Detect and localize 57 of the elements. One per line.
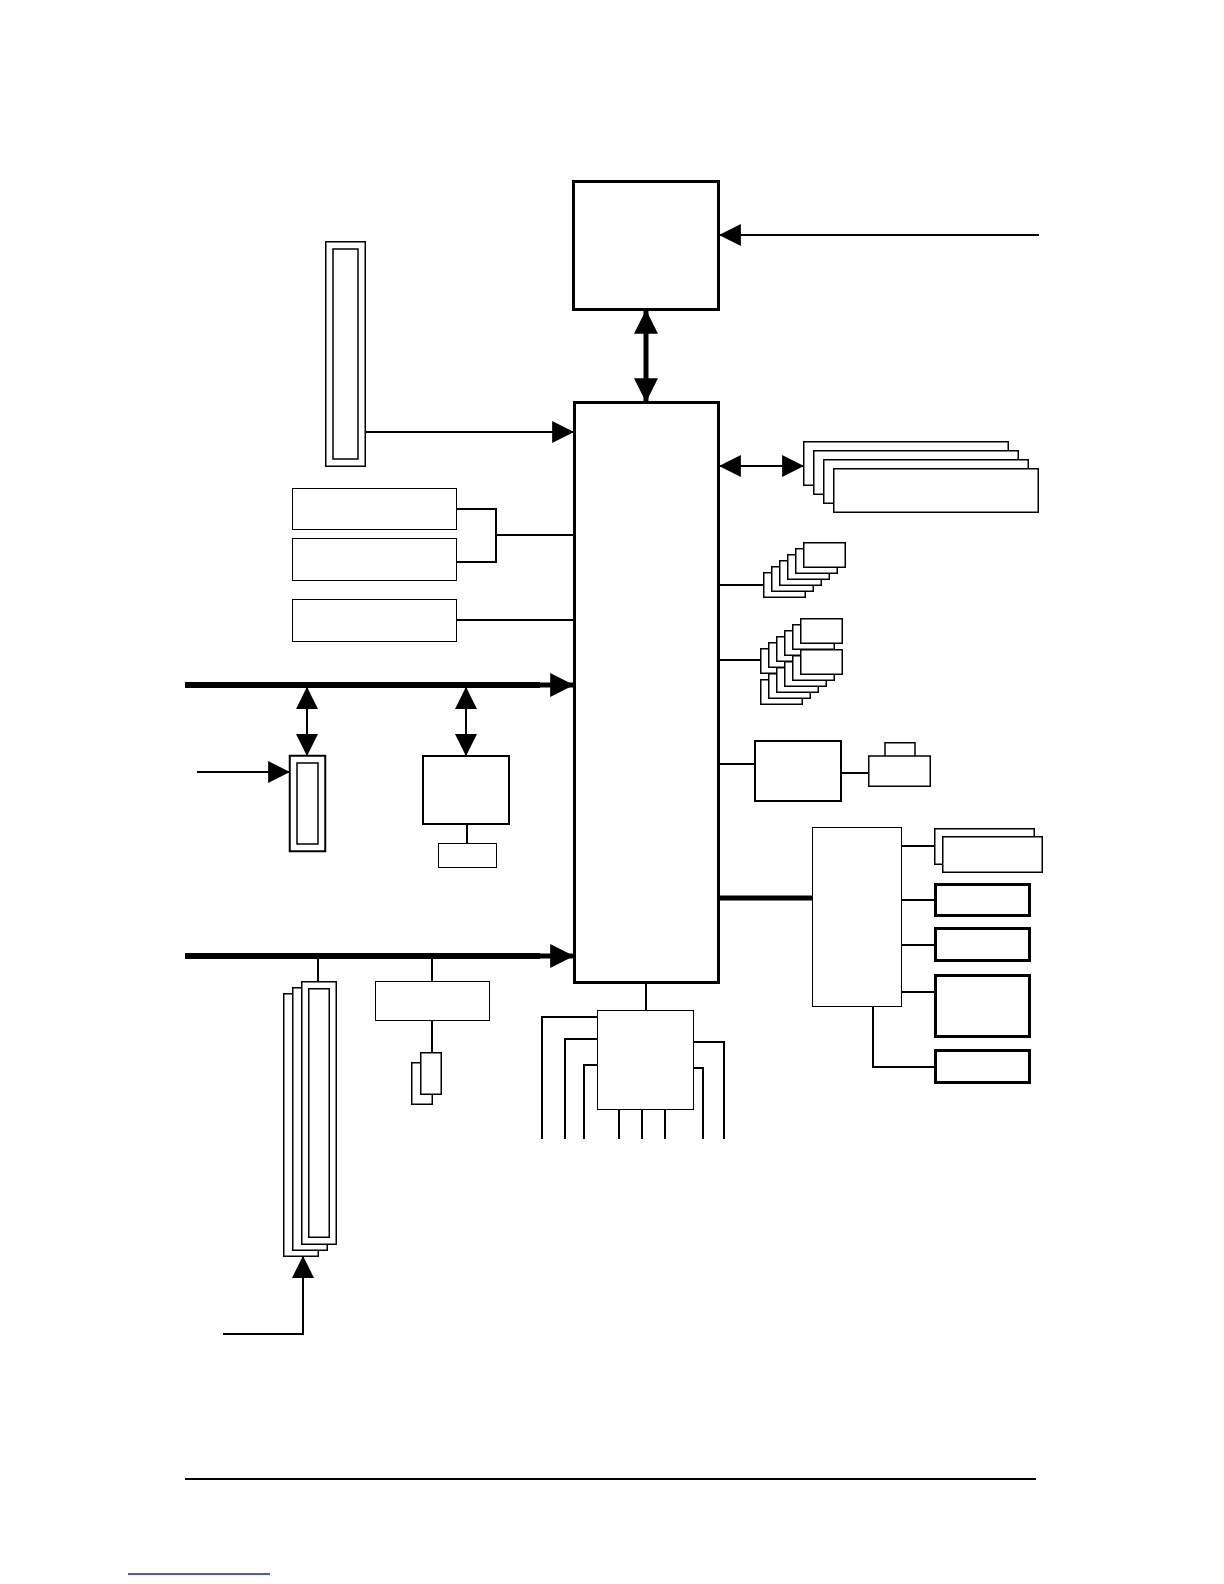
component-box (438, 843, 497, 868)
arrow (540, 673, 575, 697)
connector-line (317, 958, 319, 982)
component-box (812, 827, 902, 1007)
connector-line (841, 772, 869, 774)
component-box (597, 1010, 694, 1110)
connector-line (641, 1109, 643, 1140)
component-box (754, 740, 842, 802)
arrow (365, 421, 575, 443)
arrow (455, 686, 477, 757)
connector-line (664, 1109, 666, 1140)
connector-line (431, 958, 433, 982)
stacked-module-boxes (803, 441, 1039, 513)
stacked-module-boxes (760, 618, 846, 705)
connector-line (901, 899, 935, 901)
connector-line (564, 1038, 598, 1140)
component-box (934, 883, 1031, 917)
connector-line (719, 584, 764, 586)
connector-line (541, 1016, 598, 1140)
component-box (375, 981, 490, 1021)
connector-line (583, 1064, 598, 1140)
component-box (572, 180, 720, 311)
connector-line (618, 1109, 620, 1140)
component-box (422, 755, 510, 825)
arrow (222, 1255, 314, 1335)
connector-line (872, 1006, 935, 1068)
arrow (296, 686, 318, 757)
arrow (718, 224, 1040, 246)
stacked-module-boxes (934, 828, 1043, 873)
arrow (634, 309, 658, 403)
connector-line (693, 1067, 704, 1140)
component-box (934, 1049, 1031, 1084)
component-box (573, 401, 720, 984)
connector-line (431, 1020, 433, 1053)
stacked-module-boxes (763, 542, 846, 598)
component-box (934, 927, 1031, 962)
connector-line (466, 824, 468, 844)
connector-line (456, 534, 574, 563)
port-connector (868, 742, 931, 787)
slot-connector (325, 241, 366, 467)
component-box (292, 599, 457, 642)
connector-line (719, 763, 755, 765)
connector-line (901, 944, 935, 946)
component-box (292, 538, 457, 581)
connector-line (901, 991, 935, 993)
slot-connector (289, 755, 326, 852)
connector-line (456, 619, 574, 621)
arrow (540, 944, 575, 968)
stacked-module-boxes (283, 981, 337, 1257)
connector-line (693, 1041, 725, 1140)
component-box (292, 488, 457, 530)
stacked-module-boxes (411, 1052, 442, 1105)
connector-line (719, 659, 761, 661)
connector-line (645, 983, 647, 1011)
connector-line (720, 895, 812, 901)
connector-line (901, 845, 935, 847)
component-box (934, 974, 1031, 1038)
